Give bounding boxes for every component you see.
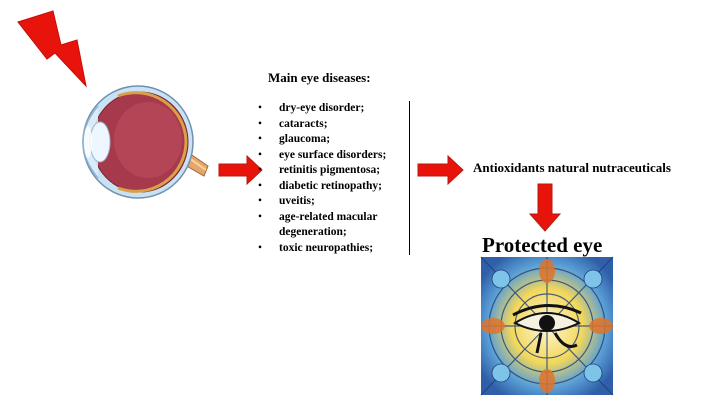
disease-item: diabetic retinopathy;: [258, 179, 408, 195]
disease-item: dry-eye disorder;: [258, 101, 408, 117]
retina-layer: [117, 91, 188, 193]
disease-item: uveitis;: [258, 194, 408, 210]
disease-item: glaucoma;: [258, 132, 408, 148]
arrow-diseases-to-treatment: [417, 154, 464, 186]
disease-item: retinitis pigmentosa;: [258, 163, 408, 179]
vitreous-highlight: [114, 102, 182, 178]
disease-item: age-related macular degeneration;: [258, 210, 408, 241]
pupil-highlight: [84, 126, 92, 158]
outcome-title: Protected eye: [482, 233, 603, 257]
arrow-eye-to-diseases: [218, 154, 263, 186]
divider-line: [409, 101, 410, 255]
arrow-treatment-to-outcome: [528, 183, 562, 232]
disease-item: toxic neuropathies;: [258, 241, 408, 257]
lens: [89, 121, 111, 163]
diseases-heading: Main eye diseases:: [268, 70, 371, 85]
disease-list: dry-eye disorder; cataracts; glaucoma; e…: [258, 101, 408, 256]
eye-of-horus-icon: [512, 303, 582, 354]
eye-anatomy-illustration: [82, 85, 209, 199]
treatment-label: Antioxidants natural nutraceuticals: [473, 160, 671, 175]
eye-of-horus-mandala-image: [480, 256, 614, 396]
lightning-bolt-icon: [17, 10, 87, 88]
disease-item: cataracts;: [258, 117, 408, 133]
disease-item: eye surface disorders;: [258, 148, 408, 164]
